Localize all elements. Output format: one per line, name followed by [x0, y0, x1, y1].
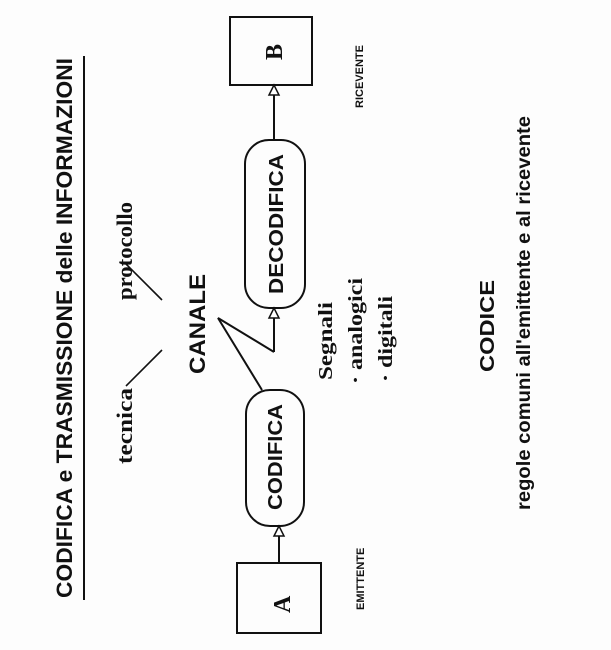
line-tecnica — [125, 349, 163, 387]
codice-description: regole comuni all'emittente e al riceven… — [514, 116, 535, 510]
analogici-label: · analogici — [345, 277, 367, 384]
canale-label: CANALE — [185, 274, 210, 374]
digitali-label: · digitali — [375, 295, 397, 382]
decodifica-label: DECODIFICA — [266, 154, 288, 294]
line-protocollo — [123, 261, 163, 301]
codice-label: CODICE — [477, 280, 499, 372]
box-b — [229, 16, 313, 86]
arrowhead-b — [267, 83, 281, 96]
channel-line — [217, 317, 275, 391]
ricevente-label: RICEVENTE — [354, 45, 366, 108]
protocollo-label: protocollo — [112, 202, 137, 300]
tecnica-label: tecnica — [112, 388, 137, 464]
arrowhead-decodifica — [267, 306, 281, 319]
codifica-box — [245, 389, 305, 527]
arrowhead-codifica — [272, 524, 286, 537]
emittente-label: EMITTENTE — [355, 548, 367, 610]
box-a-label: A — [270, 595, 296, 613]
segnali-label: Segnali — [315, 301, 337, 380]
title: CODIFICA e TRASMISSIONE delle INFORMAZIO… — [52, 58, 77, 598]
box-b-label: B — [262, 44, 288, 60]
codifica-label: CODIFICA — [265, 404, 287, 510]
